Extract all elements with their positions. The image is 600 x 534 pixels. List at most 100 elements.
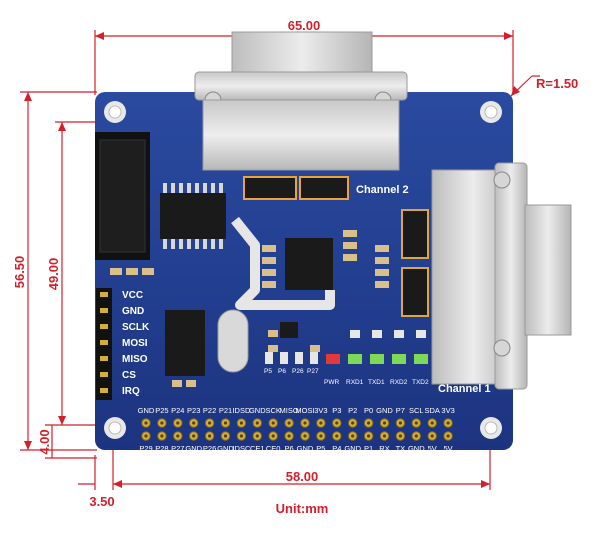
spi-label: MISO (122, 354, 148, 365)
header-pin-label: 3V3 (441, 406, 454, 415)
header-pin-label: P26 (203, 444, 216, 453)
header-pin-label: P25 (155, 406, 168, 415)
spi-label: GND (122, 306, 144, 317)
gpio-pin-hole (255, 421, 259, 425)
gpio-pin-hole (192, 434, 196, 438)
header-pin-label: P7 (396, 406, 405, 415)
header-pin-label: P0 (364, 406, 373, 415)
gpio-pin-hole (303, 421, 307, 425)
header-pin-label: GND (138, 406, 155, 415)
gpio-pin-hole (351, 421, 355, 425)
header-pin-label: 5V (444, 444, 453, 453)
spi-label: VCC (122, 290, 143, 301)
dim-width-top: 65.00 (288, 18, 321, 33)
db9-connector-right (431, 162, 572, 390)
header-pin-label: P3 (332, 406, 341, 415)
dim-width-bottom: 58.00 (286, 469, 319, 484)
gpio-pin-hole (430, 421, 434, 425)
gpio-pin-hole (239, 421, 243, 425)
gpio-pin-hole (398, 421, 402, 425)
pin-label-small: P6 (278, 368, 286, 375)
header-pin-label: RX (379, 444, 389, 453)
header-pin-label: 5V (428, 444, 437, 453)
gpio-pin-hole (414, 421, 418, 425)
header-pin-label: IDSC (232, 444, 251, 453)
header-pin-label: GND (344, 444, 361, 453)
header-pin-label: 3V3 (314, 406, 327, 415)
gpio-pin-hole (144, 421, 148, 425)
spi-label: IRQ (122, 386, 140, 397)
pin-label-small: P5 (264, 368, 272, 375)
dim-offset-left: 3.50 (89, 494, 114, 509)
pin-label-small: P26 (292, 368, 304, 375)
led-label: RXD2 (390, 379, 408, 386)
header-pin-label: SDA (424, 406, 439, 415)
gpio-pin-hole (446, 434, 450, 438)
silkscreen-trace (231, 216, 335, 310)
header-pin-label: CE0 (266, 444, 281, 453)
header-pin-label: P24 (171, 406, 184, 415)
header-pin-label: TX (396, 444, 406, 453)
dim-height-outer: 56.50 (12, 256, 27, 289)
header-pin-label: P1 (364, 444, 373, 453)
dim-offset-bottom: 4.00 (37, 429, 52, 454)
header-pin-label: MOSI (295, 406, 314, 415)
gpio-pin-hole (351, 434, 355, 438)
header-pin-label: CE1 (250, 444, 265, 453)
mounting-holes (104, 101, 502, 439)
gpio-pin-hole (223, 421, 228, 425)
gpio-header (141, 418, 453, 441)
pin-label-small: P27 (307, 368, 319, 375)
crystal (217, 309, 249, 373)
gpio-pin-hole (367, 434, 371, 438)
header-pin-label: GND (249, 406, 266, 415)
gpio-pin-hole (335, 434, 339, 438)
gpio-pin-hole (255, 434, 259, 438)
header-pin-label: IDSD (232, 406, 251, 415)
dim-height-inner: 49.00 (46, 258, 61, 291)
header-pin-label: P27 (171, 444, 184, 453)
header-pin-label: P5 (316, 444, 325, 453)
led-label: RXD1 (346, 379, 364, 386)
header-pin-label: GND (376, 406, 393, 415)
gpio-pin-hole (192, 421, 196, 425)
header-pin-label: MISO (280, 406, 299, 415)
db9-connector-top (194, 31, 408, 171)
header-pin-label: SCL (409, 406, 424, 415)
header-pin-label: P22 (203, 406, 216, 415)
gpio-pin-hole (446, 421, 450, 425)
gpio-pin-hole (271, 421, 275, 425)
led-label: TXD1 (368, 379, 385, 386)
header-pin-label: GND (185, 444, 202, 453)
gpio-pin-hole (430, 434, 434, 438)
gpio-pin-hole (239, 434, 243, 438)
gpio-pin-hole (160, 421, 164, 425)
header-pin-label: P28 (155, 444, 168, 453)
gpio-pin-hole (287, 421, 291, 425)
gpio-pin-hole (319, 434, 323, 438)
gpio-pin-hole (208, 421, 212, 425)
gpio-pin-hole (176, 421, 180, 425)
header-pin-label: P23 (187, 406, 200, 415)
header-pin-label: P29 (139, 444, 152, 453)
header-pin-label: P21 (219, 406, 232, 415)
gpio-pin-hole (144, 434, 148, 438)
header-pin-label: GND (297, 444, 314, 453)
header-pin-label: P4 (332, 444, 341, 453)
gpio-pin-hole (398, 434, 402, 438)
header-pin-label: P6 (285, 444, 294, 453)
spi-header (96, 288, 112, 400)
header-pin-label: P2 (348, 406, 357, 415)
channel-1-label: Channel 1 (438, 383, 491, 395)
gpio-pin-hole (335, 421, 339, 425)
spi-label: MOSI (122, 338, 148, 349)
gpio-pin-hole (287, 434, 291, 438)
header-pin-label: GND (408, 444, 425, 453)
dim-radius: R=1.50 (536, 76, 578, 91)
spi-label: SCLK (122, 322, 150, 333)
gpio-pin-hole (382, 421, 387, 425)
gpio-pin-hole (319, 421, 323, 425)
